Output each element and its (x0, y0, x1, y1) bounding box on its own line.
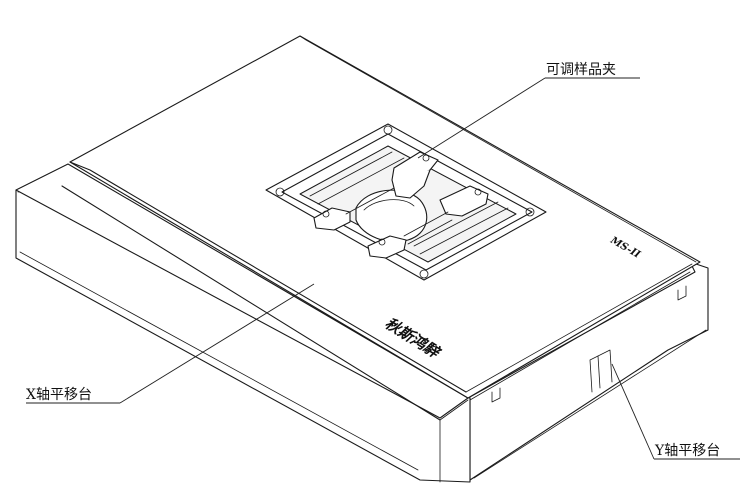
label-x-stage: X轴平移台 (26, 387, 92, 403)
label-y-stage: Y轴平移台 (654, 443, 720, 459)
label-sample-clamp: 可调样品夹 (546, 62, 616, 78)
annotation-sample-clamp: 可调样品夹 (417, 62, 640, 159)
annotation-x-stage: X轴平移台 (26, 283, 315, 404)
x-stage-body (15, 35, 701, 483)
annotation-y-stage: Y轴平移台 (611, 363, 740, 460)
y-stage-body (467, 261, 709, 481)
adjustable-sample-clamp (265, 123, 547, 281)
